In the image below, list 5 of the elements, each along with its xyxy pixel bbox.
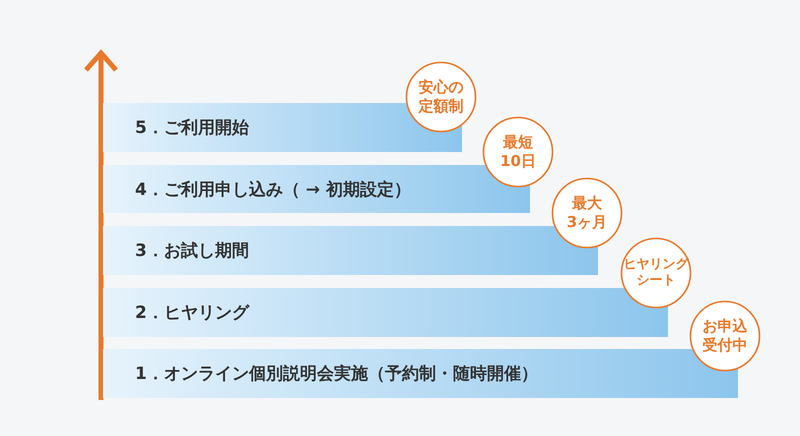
badge-circle: お申込受付中 [689, 300, 761, 372]
badge-circle: 最大3ヶ月 [551, 177, 623, 249]
badge-circle: 安心の定額制 [405, 61, 477, 133]
step-bar: 2．ヒヤリング [103, 288, 668, 337]
badge-circle: 最短10日 [482, 116, 554, 188]
